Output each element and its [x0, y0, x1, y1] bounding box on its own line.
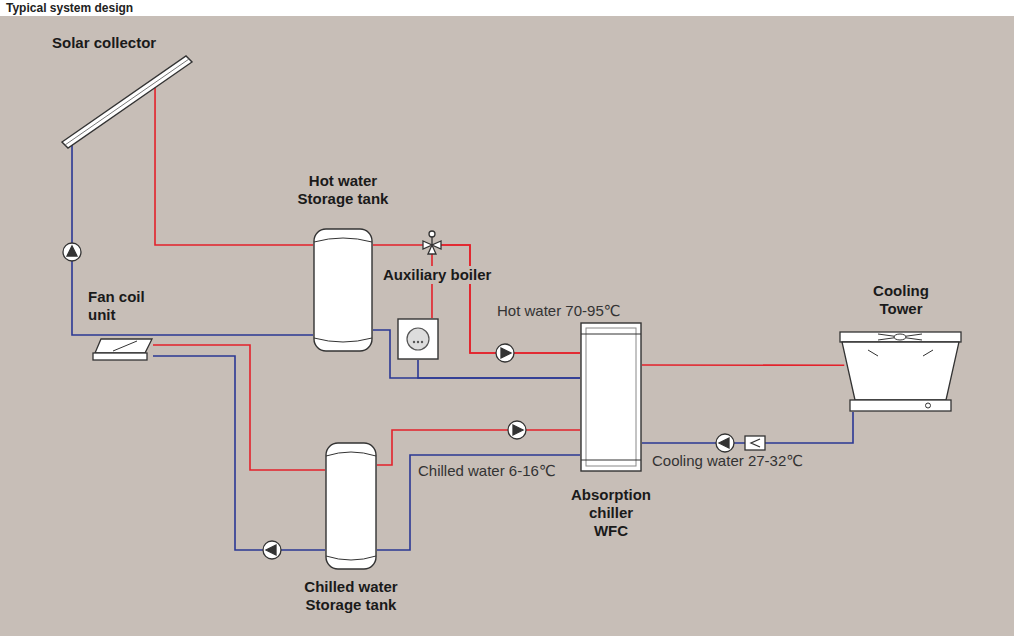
component-label: Fan coil unit	[88, 288, 160, 324]
pipe-line	[642, 364, 844, 366]
solar-collector-shape	[60, 52, 195, 150]
fan-coil-unit: Fan coil unit	[93, 338, 153, 362]
component-label: Solar collector	[52, 34, 192, 52]
absorption-chiller-shape	[580, 322, 642, 472]
auxiliary-boiler: Auxiliary boiler	[397, 318, 439, 360]
component-label: Cooling Tower	[856, 282, 946, 318]
fan-coil-unit-shape	[93, 338, 153, 362]
auxiliary-boiler-shape	[397, 318, 439, 360]
pipe-label: Chilled water 6-16℃	[418, 462, 556, 480]
three-way-valve	[423, 231, 441, 254]
hot-water-tank: Hot water Storage tank	[313, 228, 373, 352]
pipe-line	[72, 145, 313, 335]
pipe-line	[153, 356, 325, 550]
pipe-line	[155, 80, 313, 245]
pump-symbol	[63, 243, 81, 261]
pipe-line	[432, 245, 580, 353]
pipe-label: Hot water 70-95℃	[497, 302, 621, 320]
pump-symbol	[508, 421, 526, 439]
pipe-line	[418, 360, 580, 378]
pipe-line	[377, 455, 580, 550]
hot-water-tank-shape	[313, 228, 373, 352]
pump-symbol	[716, 434, 734, 452]
component-label: Hot water Storage tank	[288, 172, 398, 208]
component-label: Auxiliary boiler	[380, 266, 494, 284]
solar-collector: Solar collector	[60, 52, 195, 150]
pipe-line	[377, 430, 580, 465]
pipe-label: Cooling water 27-32℃	[652, 452, 803, 470]
cooling-tower-shape	[838, 330, 963, 412]
component-label: Chilled water Storage tank	[296, 578, 406, 614]
pump-symbol	[263, 541, 281, 559]
strainer-symbol	[745, 436, 765, 450]
background-panel	[0, 16, 1014, 636]
chilled-water-tank-shape	[325, 442, 377, 570]
absorption-chiller: Absorption chiller WFC	[580, 322, 642, 472]
component-label: Absorption chiller WFC	[570, 486, 652, 540]
pump-symbol	[496, 344, 514, 362]
chilled-water-tank: Chilled water Storage tank	[325, 442, 377, 570]
pipe-line	[153, 345, 325, 470]
cooling-tower: Cooling Tower	[838, 330, 963, 412]
diagram-title: Typical system design	[6, 1, 133, 15]
